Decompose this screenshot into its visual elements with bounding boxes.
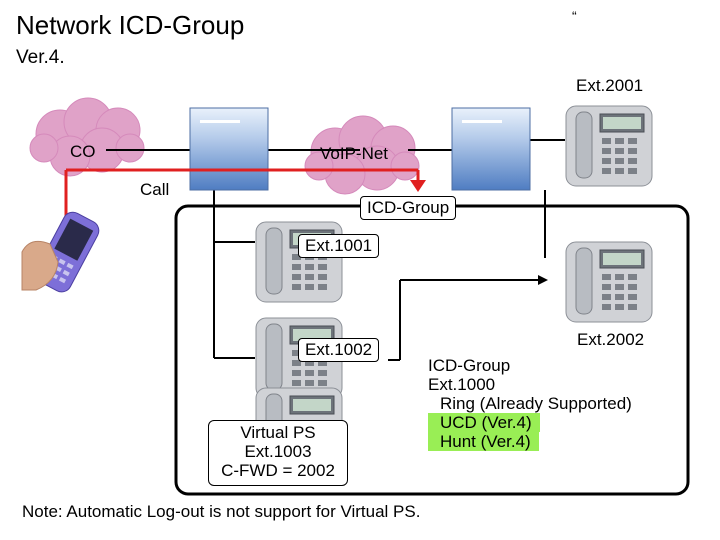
pbx-server-icon [189, 107, 269, 191]
footnote: Note: Automatic Log-out is not support f… [22, 502, 421, 521]
hand-icon [21, 240, 59, 291]
icd-group-notes: ICD-Group Ext.1000 Ring (Already Support… [428, 356, 632, 451]
co-cloud-icon [29, 97, 145, 177]
ext-1001-label: Ext.1001 [298, 234, 380, 258]
arrow-head-icon [538, 275, 548, 285]
notes-ext: Ext.1000 [428, 375, 496, 394]
connection-lines [106, 139, 565, 361]
page-title: Network ICD-Group [16, 10, 245, 40]
pbx-server-icon [451, 107, 531, 191]
ext-2002-label: Ext.2002 [577, 330, 645, 349]
notes-title: ICD-Group [428, 356, 511, 375]
virtual-ps-ext: Ext.1003 [244, 442, 312, 461]
virtual-ps-forward: C-FWD = 2002 [221, 461, 335, 480]
ext-2001-label: Ext.2001 [576, 76, 644, 95]
co-label: CO [70, 142, 96, 161]
desk-phone-icon [565, 241, 653, 323]
notes-ring: Ring (Already Supported) [440, 394, 632, 413]
call-label: Call [140, 180, 170, 199]
virtual-ps-title: Virtual PS [240, 423, 316, 442]
quote-mark: “ [572, 8, 577, 24]
voip-net-label: VoIP-Net [320, 144, 389, 163]
icd-group-label: ICD-Group [360, 196, 457, 220]
ext-1002-label: Ext.1002 [298, 338, 380, 362]
page-subtitle: Ver.4. [16, 47, 65, 68]
desk-phone-icon [565, 105, 653, 187]
call-arrow-icon [410, 180, 426, 192]
virtual-ps-box: Virtual PS Ext.1003 C-FWD = 2002 [208, 420, 348, 486]
notes-ucd: UCD (Ver.4) [428, 413, 540, 432]
notes-hunt: Hunt (Ver.4) [428, 432, 539, 451]
